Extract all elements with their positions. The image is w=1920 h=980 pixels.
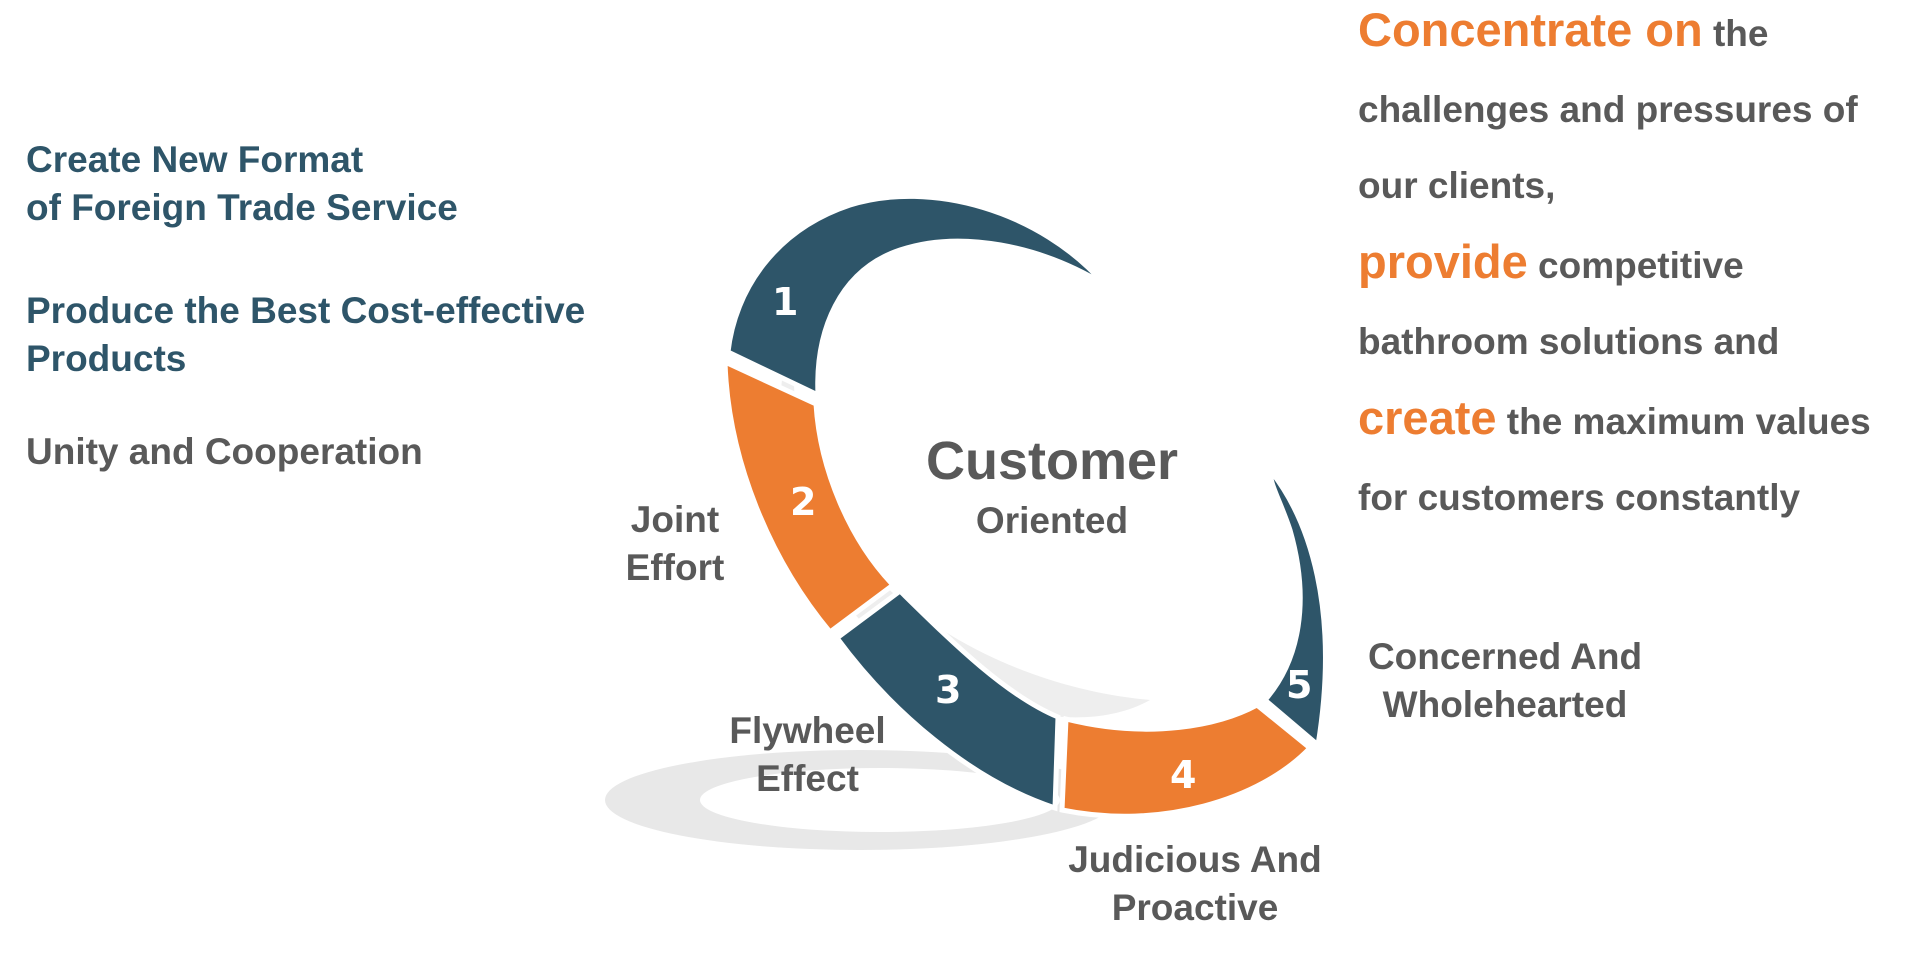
- value-line-7: for customers constantly: [1358, 477, 1801, 518]
- value-line-2: challenges and pressures of: [1358, 89, 1858, 130]
- value-line-1: Concentrate on the: [1358, 3, 1769, 56]
- value-line-3: our clients,: [1358, 165, 1556, 206]
- segment-label-2b: Effort: [625, 547, 725, 588]
- highlight-create: create: [1358, 391, 1497, 444]
- segment-label-5b: Wholehearted: [1382, 684, 1628, 725]
- segment-label-3: Flywheel Effect: [700, 707, 915, 803]
- mission-line-3: Unity and Cooperation: [26, 431, 423, 472]
- ring-segment-1: [725, 193, 1107, 400]
- value-line-4: provide competitive: [1358, 235, 1744, 288]
- value-statement: Concentrate on the challenges and pressu…: [1358, 0, 1918, 536]
- ring-segment-2: [722, 358, 897, 636]
- segment-number-1: 1: [772, 280, 798, 324]
- mission-line-2a: Produce the Best Cost-effective: [26, 290, 586, 331]
- mission-line-1b: of Foreign Trade Service: [26, 187, 458, 228]
- highlight-concentrate: Concentrate on: [1358, 3, 1703, 56]
- center-subtitle: Oriented: [975, 500, 1129, 541]
- segment-label-4a: Judicious And: [1068, 839, 1322, 880]
- segment-label-4b: Proactive: [1111, 887, 1279, 928]
- center-title: Customer: [925, 431, 1179, 491]
- ring-segment-4: [1059, 702, 1314, 819]
- segment-number-2: 2: [790, 480, 816, 524]
- mission-statement-2: Produce the Best Cost-effective Products: [26, 287, 585, 383]
- segment-label-3a: Flywheel: [729, 710, 886, 751]
- highlight-provide: provide: [1358, 235, 1528, 288]
- segment-number-3: 3: [935, 668, 961, 712]
- mission-line-1a: Create New Format: [26, 139, 364, 180]
- value-line-6: create the maximum values: [1358, 391, 1871, 444]
- segment-label-5a: Concerned And: [1367, 636, 1643, 677]
- ring-segment-3: [833, 587, 1061, 812]
- segment-label-2a: Joint: [630, 499, 720, 540]
- mission-line-2b: Products: [26, 338, 187, 379]
- segment-label-4: Judicious And Proactive: [1055, 836, 1335, 932]
- mission-statement-3: Unity and Cooperation: [26, 428, 423, 476]
- segment-label-5: Concerned And Wholehearted: [1350, 633, 1660, 729]
- mission-statement-1: Create New Format of Foreign Trade Servi…: [26, 136, 458, 232]
- segment-number-4: 4: [1170, 753, 1196, 797]
- ring-floor-shadow-inner: [700, 768, 1060, 832]
- ring-segment-5: [1261, 462, 1328, 750]
- segment-label-2: Joint Effort: [600, 496, 750, 592]
- segment-number-5: 5: [1286, 663, 1312, 707]
- segment-label-3b: Effect: [756, 758, 859, 799]
- value-line-5: bathroom solutions and: [1358, 321, 1780, 362]
